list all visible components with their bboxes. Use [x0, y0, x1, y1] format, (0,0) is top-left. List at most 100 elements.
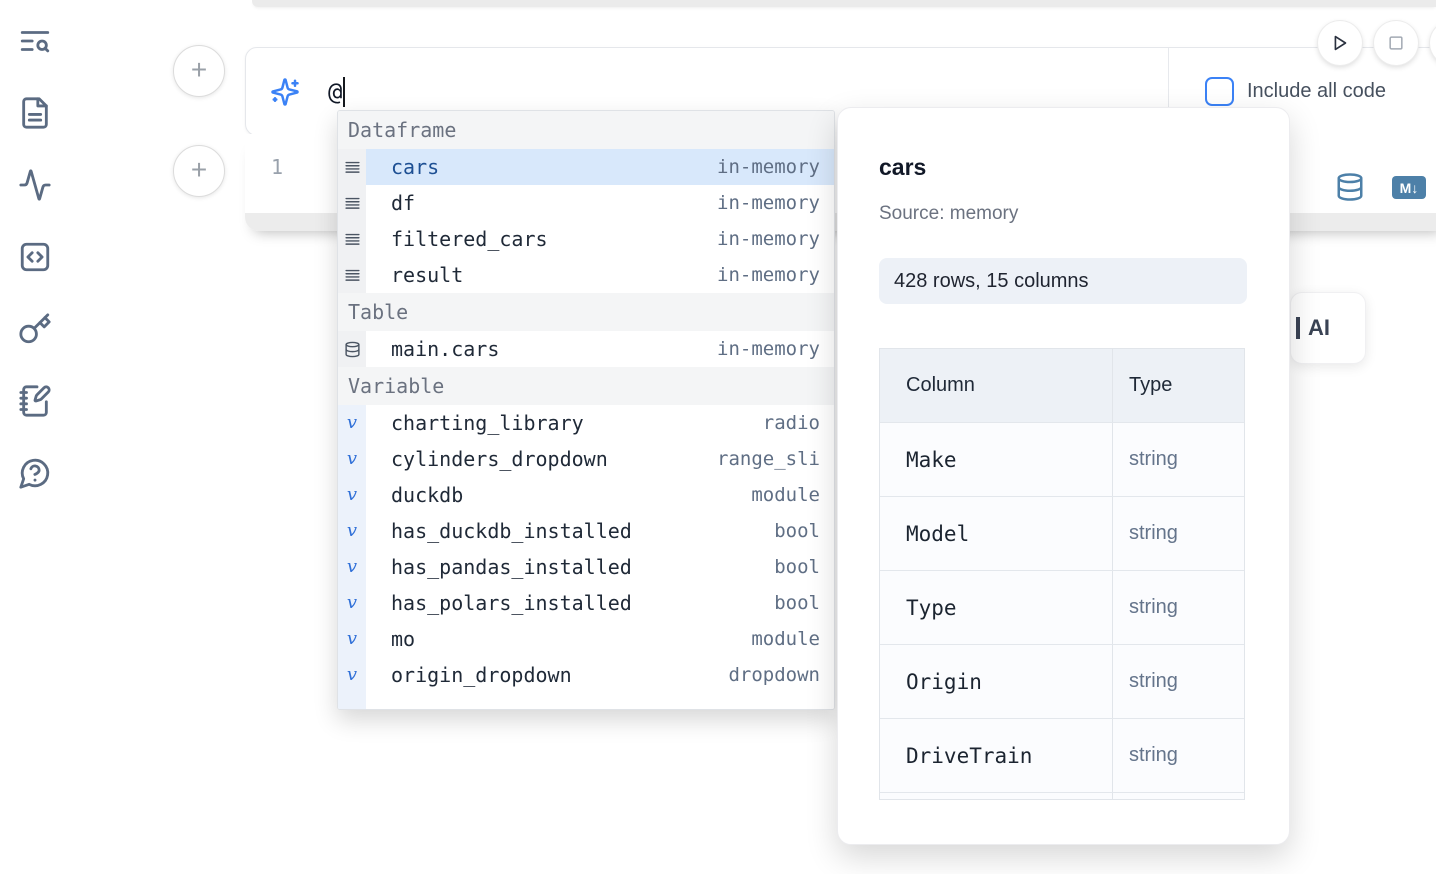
preview-title: cars	[879, 154, 926, 181]
add-cell-button-top[interactable]: +	[173, 45, 225, 97]
column-name: Model	[906, 522, 969, 546]
autocomplete-item-type: in-memory	[707, 264, 820, 286]
autocomplete-item-type: in-memory	[707, 338, 820, 360]
autocomplete-item-clipped	[338, 693, 834, 710]
autocomplete-item[interactable]: v charting_library radio	[338, 405, 834, 441]
preview-source: Source: memory	[879, 203, 1018, 225]
database-icon[interactable]	[1335, 172, 1365, 202]
preview-table-row: Origin string	[880, 645, 1244, 719]
sparkles-icon	[270, 77, 300, 107]
autocomplete-item[interactable]: main.cars in-memory	[338, 331, 834, 367]
dataframe-icon	[338, 221, 366, 257]
autocomplete-item-name: has_duckdb_installed	[391, 519, 632, 543]
run-button[interactable]	[1318, 21, 1362, 65]
dataframe-icon	[338, 185, 366, 221]
column-type: string	[1129, 596, 1178, 619]
key-icon[interactable]	[18, 312, 52, 346]
column-type: string	[1129, 744, 1178, 767]
column-name: Origin	[906, 670, 982, 694]
include-all-code-checkbox[interactable]	[1205, 77, 1234, 106]
column-name: Make	[906, 448, 957, 472]
variable-icon: v	[338, 549, 366, 585]
column-type: string	[1129, 522, 1178, 545]
include-all-code-label: Include all code	[1247, 80, 1386, 103]
autocomplete-list: Dataframecarsin-memorydfin-memoryfiltere…	[338, 111, 834, 710]
autocomplete-item-type: bool	[764, 592, 820, 614]
autocomplete-item[interactable]: vorigin_dropdowndropdown	[338, 657, 834, 693]
help-circle-icon[interactable]	[18, 456, 52, 490]
autocomplete-item-name: charting_library	[391, 411, 584, 435]
autocomplete-item-name: result	[391, 263, 463, 287]
column-header: Column	[880, 349, 1113, 422]
preview-table-header: Column Type	[880, 349, 1244, 423]
autocomplete-item-name: main.cars	[391, 337, 499, 361]
dataframe-preview-panel: cars Source: memory 428 rows, 15 columns…	[837, 107, 1290, 845]
column-type: string	[1129, 448, 1178, 471]
preview-table-row-clipped	[880, 793, 1244, 800]
autocomplete-item-type: module	[741, 628, 820, 650]
autocomplete-section-header: Table	[338, 293, 834, 331]
autocomplete-item-type: range_sli	[707, 448, 820, 470]
notebook-pen-icon[interactable]	[18, 384, 52, 418]
autocomplete-item-type: bool	[764, 556, 820, 578]
variable-icon: v	[338, 585, 366, 621]
autocomplete-dropdown: Dataframecarsin-memorydfin-memoryfiltere…	[337, 110, 835, 710]
autocomplete-item-type: in-memory	[707, 228, 820, 250]
autocomplete-item[interactable]: result in-memory	[338, 257, 834, 293]
variable-icon: v	[338, 513, 366, 549]
preview-schema-table: Column Type MakestringModelstringTypestr…	[879, 348, 1245, 800]
autocomplete-item-name: has_pandas_installed	[391, 555, 632, 579]
autocomplete-item-name: df	[391, 191, 415, 215]
table-icon	[338, 331, 366, 367]
file-text-icon[interactable]	[18, 96, 52, 130]
variable-icon: v	[338, 405, 366, 441]
autocomplete-item[interactable]: v has_pandas_installed bool	[338, 549, 834, 585]
autocomplete-item[interactable]: vmomodule	[338, 621, 834, 657]
column-type: string	[1129, 670, 1178, 693]
generate-with-ai-button[interactable]: AI	[1290, 292, 1366, 364]
preview-shape-badge: 428 rows, 15 columns	[879, 258, 1247, 304]
prompt-text: @	[328, 78, 342, 106]
ai-button-label: AI	[1308, 315, 1330, 341]
autocomplete-item-name: duckdb	[391, 483, 463, 507]
autocomplete-item-type: in-memory	[707, 192, 820, 214]
text-search-icon[interactable]	[18, 24, 52, 58]
column-name: Type	[906, 596, 957, 620]
autocomplete-item[interactable]: v has_polars_installed bool	[338, 585, 834, 621]
autocomplete-section-header: Dataframe	[338, 111, 834, 149]
code-square-icon[interactable]	[18, 240, 52, 274]
variable-icon: v	[338, 477, 366, 513]
autocomplete-item-name: has_polars_installed	[391, 591, 632, 615]
preview-table-body: MakestringModelstringTypestringOriginstr…	[880, 423, 1244, 800]
autocomplete-item[interactable]: df in-memory	[338, 185, 834, 221]
text-cursor	[343, 77, 345, 107]
preview-table-row: Model string	[880, 497, 1244, 571]
variable-icon: v	[338, 441, 366, 477]
autocomplete-item[interactable]: carsin-memory	[338, 149, 834, 185]
autocomplete-item-type: in-memory	[707, 156, 820, 178]
autocomplete-item-name: cylinders_dropdown	[391, 447, 608, 471]
dataframe-icon	[338, 257, 366, 293]
autocomplete-item-name: mo	[391, 627, 415, 651]
preview-table-row: Type string	[880, 571, 1244, 645]
add-cell-button-bottom[interactable]: +	[173, 145, 225, 197]
play-icon	[1329, 32, 1351, 54]
activity-icon[interactable]	[18, 168, 52, 202]
autocomplete-item-type: bool	[764, 520, 820, 542]
column-name: DriveTrain	[906, 744, 1032, 768]
autocomplete-item[interactable]: v has_duckdb_installed bool	[338, 513, 834, 549]
variable-icon: v	[338, 657, 366, 693]
autocomplete-item[interactable]: v cylinders_dropdown range_sli	[338, 441, 834, 477]
autocomplete-item-name: origin_dropdown	[391, 663, 572, 687]
dataframe-icon	[338, 149, 366, 185]
autocomplete-item-type: radio	[753, 412, 820, 434]
autocomplete-section-header: Variable	[338, 367, 834, 405]
stop-button[interactable]	[1374, 21, 1418, 65]
sidebar	[18, 24, 56, 528]
preview-table-row: DriveTrain string	[880, 719, 1244, 793]
markdown-download-icon[interactable]: M↓	[1392, 176, 1426, 199]
autocomplete-item-type: module	[741, 484, 820, 506]
autocomplete-item[interactable]: filtered_carsin-memory	[338, 221, 834, 257]
autocomplete-item[interactable]: v duckdb module	[338, 477, 834, 513]
